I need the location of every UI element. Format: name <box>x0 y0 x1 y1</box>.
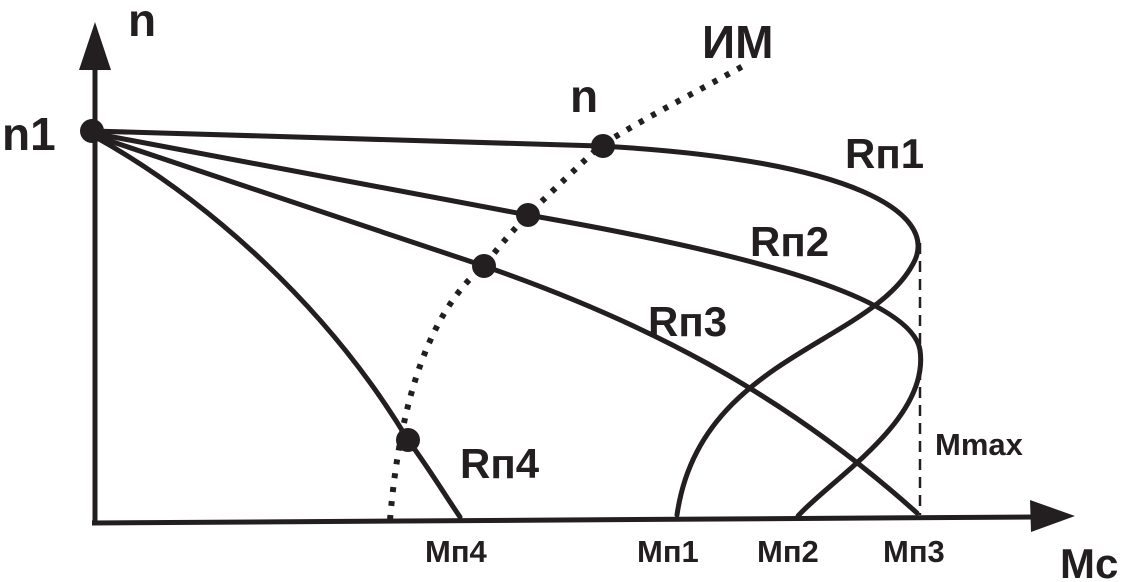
curve-rp2 <box>89 130 924 519</box>
x-axis-label: Mc <box>1060 540 1118 582</box>
curve-rp3 <box>89 132 920 516</box>
y-axis-arrow <box>79 22 111 70</box>
n-point-label: n <box>570 70 598 122</box>
point-rp2 <box>516 203 540 227</box>
point-rp3 <box>472 254 496 278</box>
im-label: ИМ <box>702 16 773 68</box>
mp4-label: Mп4 <box>425 534 488 569</box>
mmax-label: Mmax <box>935 427 1024 462</box>
mp2-label: Mп2 <box>757 534 819 569</box>
rp3-label: Rп3 <box>648 298 727 345</box>
point-rp1 <box>591 134 615 158</box>
curve-rp1 <box>89 128 921 518</box>
rp2-label: Rп2 <box>750 218 829 265</box>
n1-label: n1 <box>2 108 56 160</box>
mp3-label: Mп3 <box>883 534 945 569</box>
point-n1 <box>80 119 104 143</box>
rp4-label: Rп4 <box>460 440 540 487</box>
rp1-label: Rп1 <box>845 130 924 177</box>
curve-rp4 <box>89 132 463 520</box>
x-axis-arrow <box>1030 500 1075 532</box>
x-axis-line <box>91 514 1036 526</box>
y-axis-label: n <box>128 0 156 46</box>
point-rp4 <box>396 428 420 452</box>
mp1-label: Mп1 <box>637 534 699 569</box>
im-dotted-curve <box>387 62 747 521</box>
